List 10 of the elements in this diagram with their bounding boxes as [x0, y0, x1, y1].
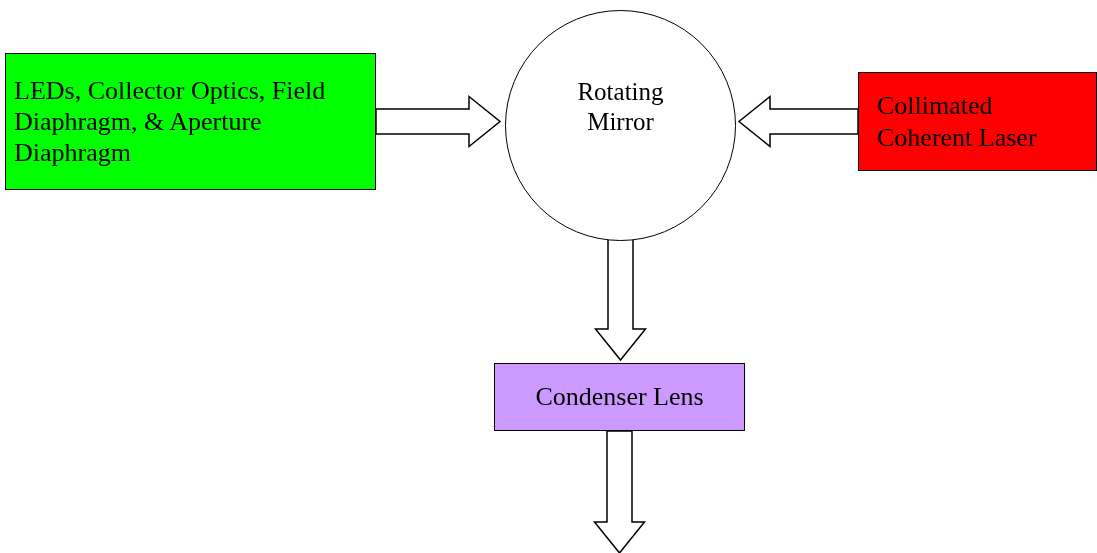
- block-arrow: [375, 94, 502, 149]
- node-label: Collimated Coherent Laser: [877, 90, 1038, 153]
- node-label: Condenser Lens: [534, 381, 705, 413]
- process-box: [5, 53, 376, 190]
- node-label: LEDs, Collector Optics, Field Diaphragm, & Aperture Diaphragm: [14, 74, 327, 169]
- block-arrow: [737, 94, 859, 149]
- block-arrow: [592, 430, 647, 553]
- process-box: [858, 72, 1097, 171]
- node-label: Rotating Mirror: [576, 77, 665, 137]
- process-box: [494, 363, 745, 431]
